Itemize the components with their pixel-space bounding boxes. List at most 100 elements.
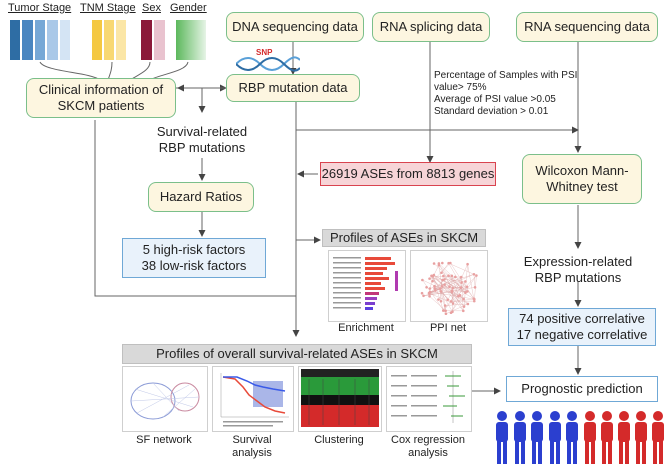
ppi-node	[473, 297, 476, 301]
ppi-node	[451, 302, 455, 305]
ppi-node	[439, 299, 443, 303]
person-icon	[548, 411, 561, 464]
expression-rbp-line: RBP mutations	[534, 270, 622, 285]
enrichment-thumbnail	[328, 250, 406, 322]
ppi-node	[428, 290, 432, 294]
gender-swatch	[176, 20, 206, 60]
caption-clustering: Clustering	[314, 434, 364, 446]
ppi-node	[428, 287, 432, 290]
ppi-node	[430, 274, 433, 278]
psi-criteria-line: Percentage of Samples with PSI	[434, 70, 578, 81]
ppi-node	[434, 289, 437, 292]
person-icon	[513, 411, 526, 464]
sex-swatches	[141, 20, 165, 60]
caption-ppi-net: PPI net	[429, 322, 467, 334]
person-icon	[635, 411, 647, 464]
prognostic-prediction-box: Prognostic prediction	[506, 376, 658, 402]
caption-survival: Survival analysis	[212, 434, 292, 460]
ppi-node	[433, 284, 436, 288]
ppi-node	[454, 275, 457, 279]
tumor-stage-swatch	[10, 20, 21, 60]
ases-box: 26919 ASEs from 8813 genes	[320, 162, 496, 186]
header-sex: Sex	[142, 2, 161, 14]
psi-criteria-line: Standard deviation > 0.01	[434, 106, 549, 117]
clinical-info-line1: Clinical information of	[38, 82, 164, 97]
survival-rbp-line: RBP mutations	[158, 140, 246, 155]
tumor-stage-swatch	[22, 20, 33, 60]
tumor-stage-swatches	[10, 20, 71, 60]
ppi-node	[475, 274, 478, 277]
profiles-overall-label: Profiles of overall survival-related ASE…	[156, 346, 438, 361]
ppi-node	[432, 273, 436, 277]
psi-criteria: Percentage of Samples with PSI value> 75…	[434, 70, 604, 118]
profiles-overall-header: Profiles of overall survival-related ASE…	[122, 344, 472, 364]
correlative-line2: 17 negative correlative	[516, 327, 648, 342]
snp-label: SNP	[256, 48, 273, 57]
ppi-node	[447, 274, 450, 277]
ppi-node	[444, 309, 447, 313]
survival-rbp-label: Survival-related RBP mutations	[140, 124, 264, 156]
rna-sequencing-box: RNA sequencing data	[516, 12, 658, 42]
expression-rbp-line: Expression-related	[523, 254, 633, 269]
person-icon	[652, 411, 664, 464]
ppi-node	[433, 287, 436, 290]
wilcoxon-line1: Wilcoxon Mann-	[535, 163, 629, 178]
ppi-node	[461, 309, 465, 313]
ppi-node	[428, 277, 431, 280]
rna-sequencing-label: RNA sequencing data	[524, 19, 650, 34]
ppi-node	[466, 262, 469, 266]
ppi-node	[451, 310, 454, 314]
tumor-stage-swatch	[59, 20, 71, 60]
person-icon	[531, 411, 543, 464]
profiles-ases-label: Profiles of ASEs in SKCM	[329, 230, 479, 245]
ppi-node	[472, 272, 476, 276]
sex-swatch	[141, 20, 152, 60]
ppi-node	[459, 275, 463, 279]
ppi-node	[432, 262, 436, 265]
ases-label: 26919 ASEs from 8813 genes	[321, 166, 495, 181]
ppi-node	[450, 274, 454, 278]
person-icon	[601, 411, 613, 464]
header-tnm-stage: TNM Stage	[80, 2, 136, 14]
caption-cox-line: analysis	[408, 447, 448, 459]
sf-network-thumbnail	[122, 366, 208, 432]
tnm-stage-swatch	[116, 20, 126, 60]
caption-cox: Cox regression analysis	[386, 434, 470, 460]
ppi-node	[457, 294, 460, 298]
ppi-node	[425, 285, 428, 289]
ppi-node	[460, 281, 463, 284]
psi-criteria-line: Average of PSI value >0.05	[434, 94, 556, 105]
rbp-mutation-box: RBP mutation data	[226, 74, 360, 102]
tumor-stage-swatch	[34, 20, 46, 60]
ppi-node	[431, 279, 434, 283]
ppi-node	[440, 284, 444, 288]
rbp-mutation-label: RBP mutation data	[238, 80, 348, 95]
profiles-ases-header: Profiles of ASEs in SKCM	[322, 229, 486, 247]
prognostic-prediction-label: Prognostic prediction	[521, 381, 643, 396]
ppi-node	[442, 274, 445, 278]
caption-survival-line: analysis	[232, 447, 272, 459]
ppi-node	[462, 297, 465, 301]
ppi-node	[437, 298, 440, 301]
person-icon	[618, 411, 630, 464]
tnm-stage-swatch	[92, 20, 102, 60]
wilcoxon-line2: Whitney test	[546, 179, 618, 194]
ppi-node	[465, 285, 469, 289]
caption-survival-line: Survival	[232, 434, 272, 446]
ppi-node	[450, 289, 454, 293]
ppi-node	[459, 286, 462, 290]
psi-criteria-line: value> 75%	[434, 82, 487, 93]
ppi-node	[443, 304, 447, 307]
ppi-node	[464, 291, 467, 294]
ppi-node	[439, 287, 442, 290]
ppi-node	[464, 280, 467, 283]
tumor-stage-swatch	[47, 20, 58, 60]
person-icon	[584, 411, 596, 464]
risk-factors-box: 5 high-risk factors 38 low-risk factors	[122, 238, 266, 278]
clinical-info-line2: SKCM patients	[57, 98, 145, 113]
ppi-node	[447, 261, 450, 265]
survival-rbp-line: Survival-related	[156, 124, 248, 139]
ppi-node	[422, 294, 425, 298]
ppi-node	[437, 262, 441, 265]
tnm-stage-swatch	[104, 20, 114, 60]
